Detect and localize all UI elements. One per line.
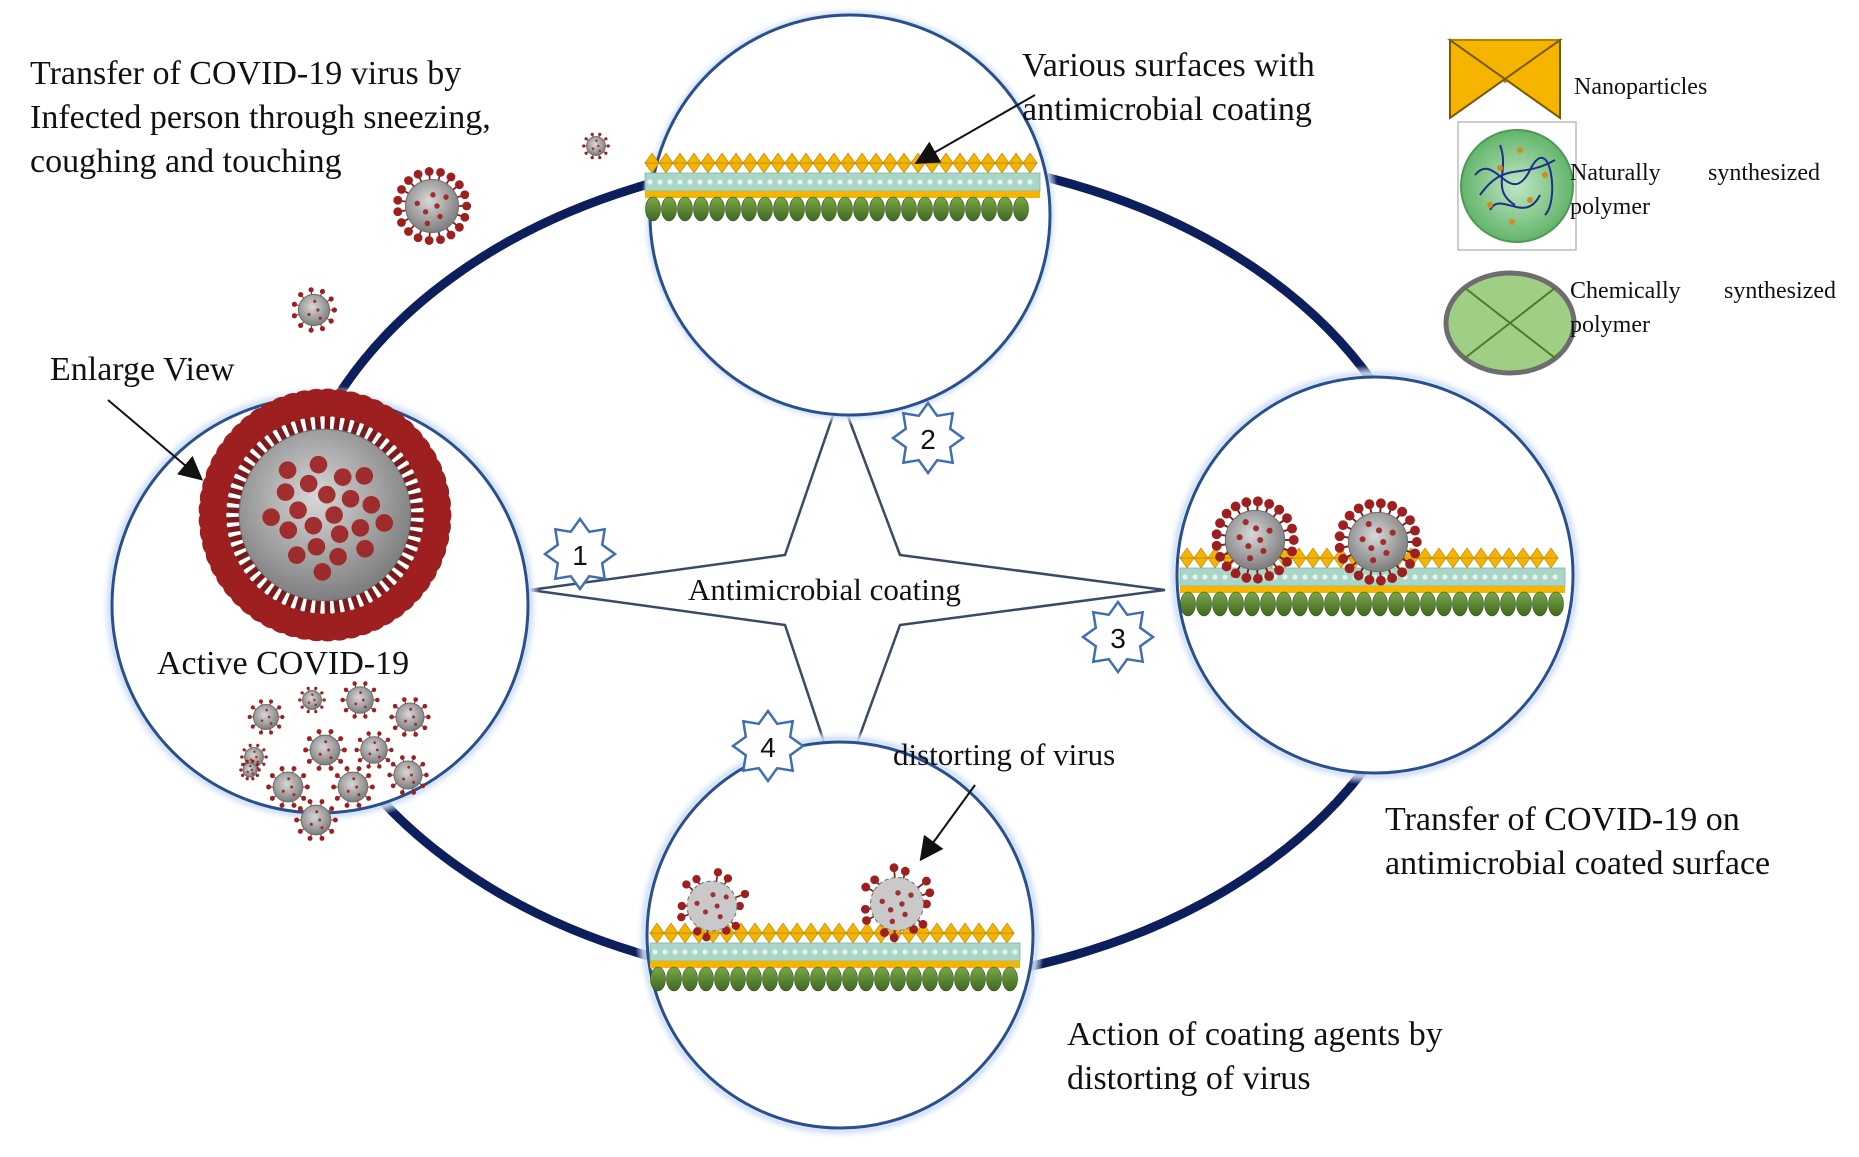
step-number-3: 3	[1110, 623, 1126, 654]
virus-small	[247, 699, 285, 735]
surfaces-line-1: Various surfaces with	[1022, 47, 1315, 84]
transmission-caption: Transfer of COVID-19 virus by Infected p…	[30, 52, 491, 184]
virus-small	[387, 755, 429, 795]
surfaces-caption: Various surfaces with antimicrobial coat…	[1022, 44, 1315, 132]
virus-small	[294, 799, 338, 841]
transmission-line-3: coughing and touching	[30, 143, 342, 180]
legend-natural-polymer-icon	[1457, 121, 1577, 251]
right-caption-line-1: Transfer of COVID-19 on	[1385, 801, 1740, 838]
step-number-1: 1	[572, 540, 588, 571]
legend-nanoparticles-label: Nanoparticles	[1574, 74, 1708, 100]
legend-nanoparticle-icon	[1447, 38, 1563, 120]
distorted-virus-2	[860, 863, 935, 943]
transmission-line-2: Infected person through sneezing,	[30, 99, 491, 136]
virus-small	[389, 697, 431, 737]
chemical-word-2: synthesized	[1724, 278, 1836, 304]
arrow-distorting	[919, 784, 976, 862]
enlarge-view-label: Enlarge View	[50, 351, 235, 388]
bottom-circle	[635, 730, 1045, 1140]
legend-natural-polymer-label: Naturally synthesized polymer	[1570, 156, 1820, 224]
virus-large	[198, 388, 452, 642]
chemical-word-3: polymer	[1570, 312, 1650, 338]
floating-virus-3	[291, 287, 337, 333]
virus-small	[354, 731, 394, 769]
distorting-label: distorting of virus	[893, 737, 1116, 772]
arrow-enlarge-view	[107, 399, 204, 481]
transmission-line-1: Transfer of COVID-19 virus by	[30, 55, 462, 92]
bottom-caption-line-2: distorting of virus	[1067, 1060, 1311, 1097]
step-number-4: 4	[760, 732, 776, 763]
surfaces-line-2: antimicrobial coating	[1022, 91, 1312, 128]
step-badge-2	[890, 400, 966, 476]
virus-small-cluster	[239, 681, 431, 841]
virus-small	[340, 681, 380, 719]
step-number-2: 2	[920, 424, 936, 455]
virus-small	[303, 729, 347, 771]
left-circle	[100, 385, 540, 841]
coating-layer-top	[644, 152, 1041, 222]
step-badge-3	[1080, 599, 1156, 675]
legend-chemical-polymer-icon	[1443, 270, 1577, 376]
virus-on-surface-2	[1334, 498, 1422, 586]
step-badge-1	[542, 516, 618, 592]
step-badge-4	[730, 708, 806, 784]
bottom-caption-line-1: Action of coating agents by	[1067, 1016, 1443, 1053]
arrow-surfaces	[914, 94, 1036, 164]
floating-virus-2	[393, 167, 472, 245]
right-circle	[1165, 365, 1585, 785]
legend-chemical-polymer-label: Chemically synthesized polymer	[1570, 274, 1836, 342]
center-label: Antimicrobial coating	[688, 572, 961, 607]
virus-small	[240, 743, 268, 771]
coating-layer-bottom	[649, 922, 1021, 992]
natural-word-3: polymer	[1570, 194, 1650, 220]
chemical-word-1: Chemically	[1570, 278, 1681, 304]
floating-virus-1	[582, 132, 610, 160]
right-caption-line-2: antimicrobial coated surface	[1385, 845, 1771, 882]
virus-on-surface-1	[1211, 496, 1299, 584]
virus-small	[331, 766, 375, 808]
natural-word-2: synthesized	[1708, 160, 1820, 186]
bottom-caption: Action of coating agents by distorting o…	[1067, 1013, 1443, 1101]
natural-word-1: Naturally	[1570, 160, 1661, 186]
distorted-virus-1	[677, 868, 750, 942]
right-caption: Transfer of COVID-19 on antimicrobial co…	[1385, 798, 1770, 886]
top-circle	[640, 5, 1060, 425]
virus-small	[239, 759, 261, 781]
active-covid-label: Active COVID-19	[157, 645, 410, 682]
virus-small	[298, 686, 326, 714]
virus-small	[266, 766, 310, 808]
